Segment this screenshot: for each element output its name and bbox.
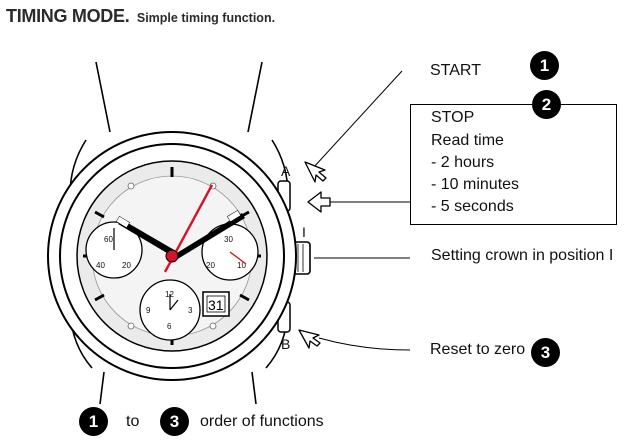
badge-3-number: 3 [540, 343, 551, 362]
start-label: START [430, 62, 481, 79]
stop-line-5: - 5 seconds [431, 198, 514, 215]
button-a-label: A [281, 163, 291, 179]
badge-3: 3 [531, 338, 560, 367]
subdial-left-20: 20 [122, 261, 131, 270]
watch-lugs [69, 139, 289, 369]
badge-2: 2 [532, 90, 561, 119]
legend-badge-3-number: 3 [169, 412, 180, 431]
badge-1-number: 1 [539, 56, 550, 75]
title-main: TIMING MODE. [6, 6, 130, 26]
subdial-right-10: 10 [237, 261, 246, 270]
legend-badge-1: 1 [79, 407, 108, 436]
badge-2-number: 2 [541, 95, 552, 114]
subdial-bottom-3: 3 [188, 306, 193, 315]
page-title: TIMING MODE. Simple timing function. [6, 6, 275, 27]
stop-line-3: - 2 hours [431, 154, 495, 171]
arrow-start-icon [304, 161, 327, 183]
hour-hand [118, 219, 176, 256]
legend-to-word: to [126, 413, 140, 430]
button-b-label: B [281, 336, 291, 352]
legend-badge-1-number: 1 [88, 412, 99, 431]
stop-line-2: Read time [431, 132, 504, 149]
watch-strap-bottom [99, 371, 257, 405]
title-subtitle: Simple timing function. [136, 11, 276, 25]
crown-label: Setting crown in position I [431, 247, 614, 264]
crown-position-label: I [302, 224, 306, 240]
stop-line-1: STOP [431, 109, 475, 126]
reset-leader [318, 337, 411, 351]
subdial-left-40: 40 [96, 261, 105, 270]
stop-box: STOP Read time - 2 hours - 10 minutes - … [410, 104, 617, 225]
watch-strap-top [95, 61, 263, 133]
badge-1: 1 [530, 51, 559, 80]
subdial-bottom-9: 9 [146, 306, 151, 315]
arrow-reset-icon [298, 329, 321, 349]
subdial-right-30: 30 [224, 235, 233, 244]
stop-line-4: - 10 minutes [431, 176, 520, 193]
subdial-right-20: 20 [206, 261, 215, 270]
start-leader [312, 70, 403, 169]
subdial-left-60: 60 [104, 235, 113, 244]
date-value: 31 [208, 297, 224, 313]
arrow-stop-icon [307, 191, 331, 213]
legend-text: order of functions [200, 413, 324, 430]
legend-badge-3: 3 [160, 407, 189, 436]
hands-pivot [165, 249, 179, 263]
reset-label: Reset to zero [430, 341, 526, 358]
subdial-bottom-6: 6 [167, 322, 172, 331]
minute-hand [172, 213, 245, 260]
